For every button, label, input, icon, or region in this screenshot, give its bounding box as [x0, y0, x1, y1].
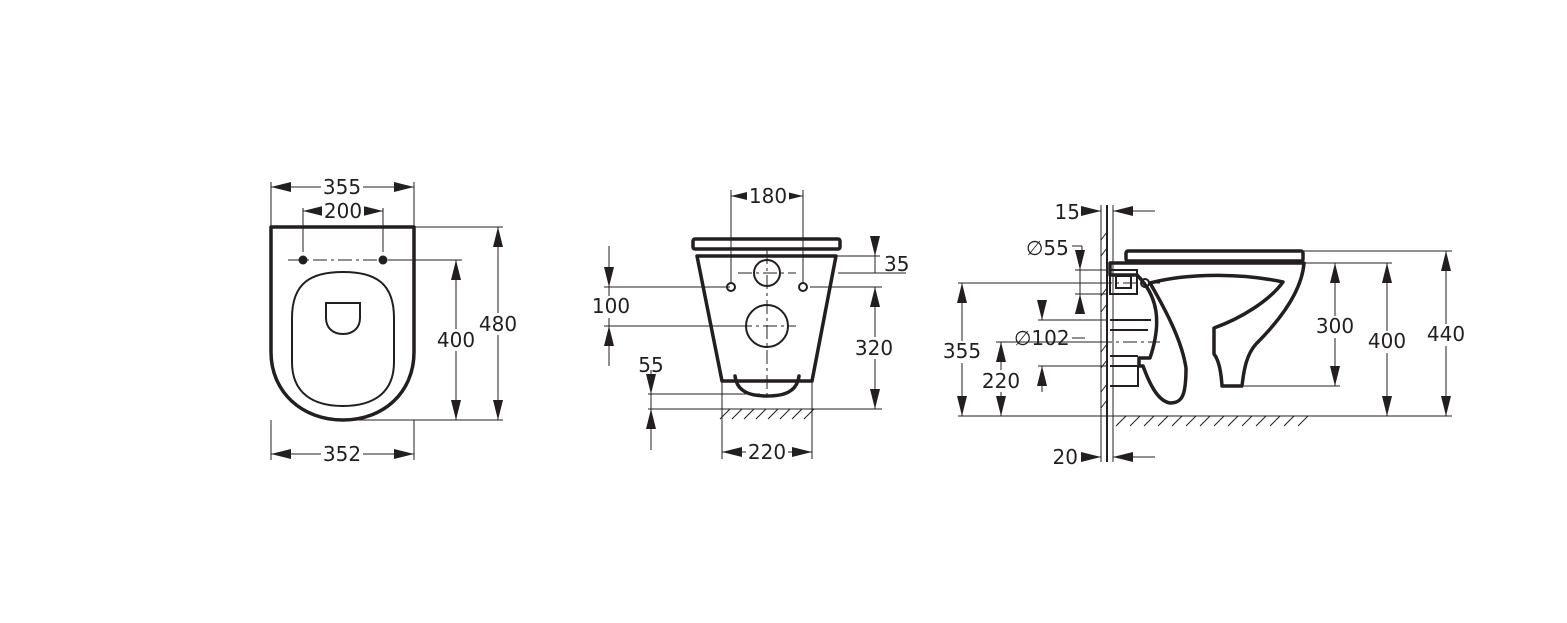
dim-wall-gap: 20 [1053, 445, 1078, 469]
front-view-fixing-right [798, 282, 808, 292]
dim-outlet-height: 220 [982, 369, 1020, 393]
top-view-seat-outline [291, 270, 395, 408]
dim-base-width-top: 352 [323, 442, 361, 466]
side-view-inlet [1109, 269, 1138, 295]
dim-inlet-height: 355 [943, 339, 981, 363]
side-view: 15 ∅55 ∅102 355 220 20 300 400 440 [941, 200, 1467, 469]
dim-inlet-diameter: ∅55 [1026, 236, 1069, 260]
front-view: 180 35 100 320 55 220 [590, 184, 909, 464]
dim-seat-thickness: 35 [884, 252, 909, 276]
fixing-hole-right [378, 255, 388, 265]
fixing-hole-left [298, 255, 308, 265]
dim-fixing-spacing-front: 180 [749, 184, 787, 208]
dim-fixing-height: 320 [855, 336, 893, 360]
dim-bowl-height: 400 [1368, 329, 1406, 353]
side-view-seat [1124, 249, 1305, 263]
top-view-bowl-opening [325, 302, 361, 336]
dim-seat-height: 440 [1427, 322, 1465, 346]
top-view: 355 200 480 400 352 [269, 175, 519, 466]
side-view-outlet [1110, 319, 1151, 387]
dim-rim-height: 300 [1316, 314, 1354, 338]
dim-base-width-front: 220 [748, 440, 786, 464]
dim-wall-cover: 15 [1055, 200, 1080, 224]
dim-fixing-spacing-top: 200 [324, 199, 362, 223]
side-view-bowl [1108, 261, 1306, 405]
dim-fixing-to-outlet: 100 [592, 294, 630, 318]
dim-fixing-to-front: 400 [437, 328, 475, 352]
dim-outlet-diameter: ∅102 [1014, 326, 1070, 350]
dim-overall-width: 355 [323, 175, 361, 199]
dim-overall-depth: 480 [479, 312, 517, 336]
dim-outlet-to-floor: 55 [638, 353, 663, 377]
front-view-seat [691, 237, 842, 251]
